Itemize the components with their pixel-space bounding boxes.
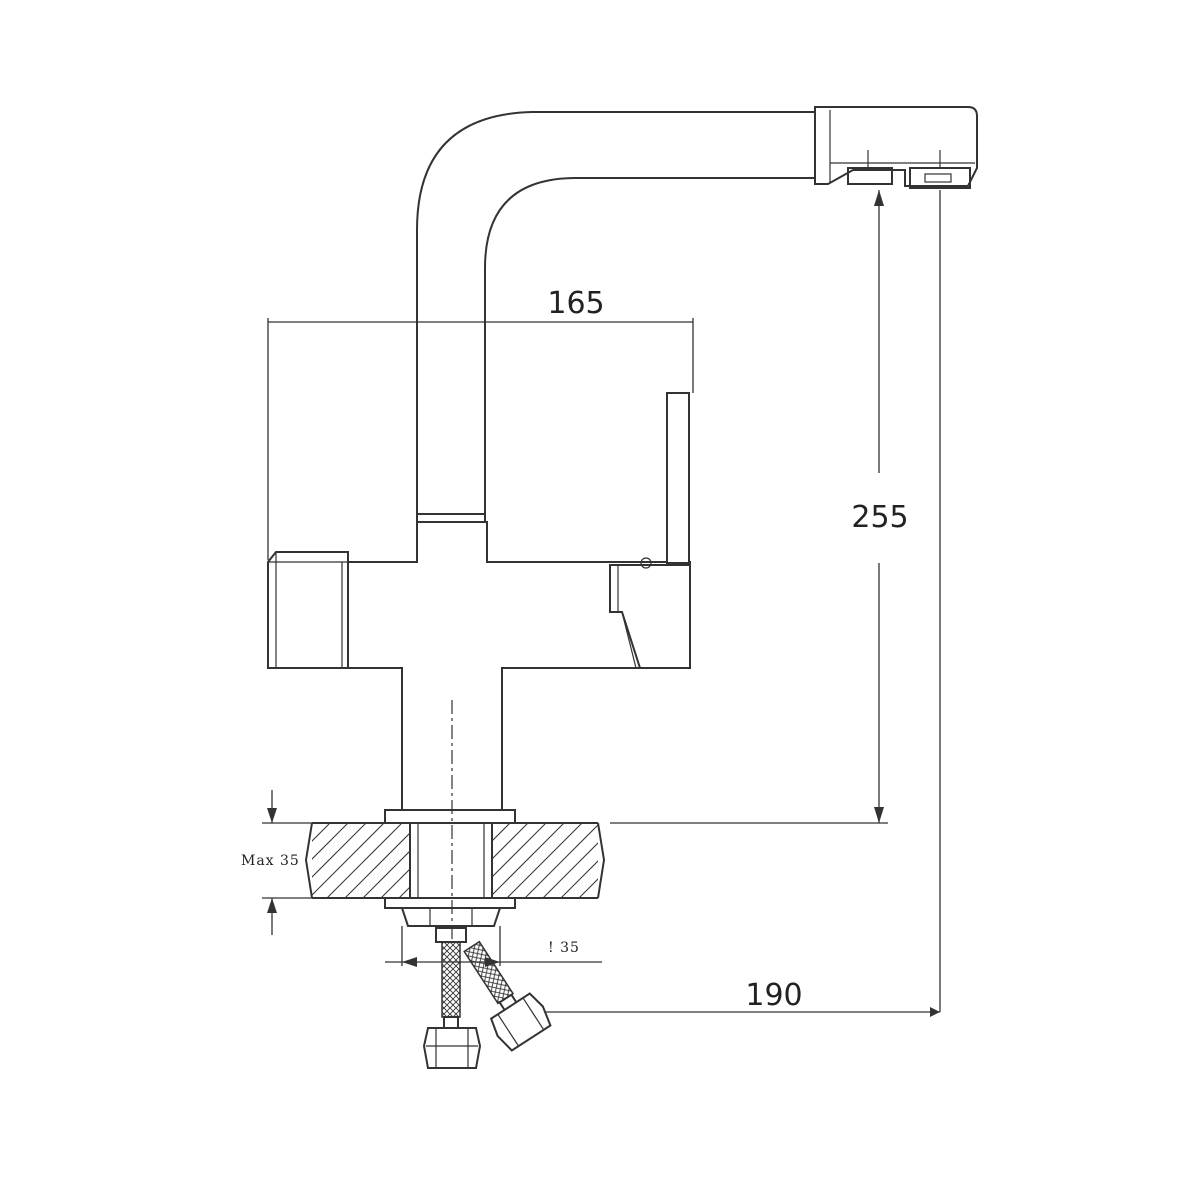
right-handle-lever: [666, 392, 690, 564]
mounting-nut: [400, 907, 502, 927]
dimension-counter-thickness: Max 35: [241, 790, 312, 935]
supply-hose-left: [441, 941, 461, 1018]
right-handle: [609, 392, 691, 669]
left-handle: [267, 551, 349, 669]
hose-nut-right: [489, 992, 552, 1052]
dimension-spout-reach: 190: [545, 190, 941, 1017]
hose-nut-left: [422, 1027, 482, 1069]
mounting-shank: [384, 700, 516, 940]
supply-hoses: [422, 927, 552, 1069]
outlet-nozzle-left: [847, 167, 893, 185]
right-handle-base: [609, 564, 691, 669]
spout: [416, 111, 815, 523]
dimension-hole-diameter: ! 35: [385, 926, 602, 967]
spout-head: [814, 106, 978, 189]
right-handle-pin: [640, 557, 652, 569]
supply-hose-right: [463, 940, 515, 1005]
dimension-body-width: 165: [267, 286, 694, 560]
spout-collar: [416, 513, 486, 523]
left-handle-body: [267, 551, 349, 669]
dimension-label-max-35: Max 35: [241, 853, 300, 869]
threaded-shank: [409, 822, 493, 904]
dimension-spout-height: 255: [610, 190, 909, 824]
dimension-label-hole-35: ! 35: [548, 940, 580, 956]
spout-inner-curve: [484, 177, 815, 518]
dimension-label-190: 190: [745, 978, 802, 1013]
base-flange: [384, 809, 516, 824]
dimension-label-255: 255: [851, 500, 908, 535]
mounting-washer: [384, 897, 516, 909]
spout-head-body: [814, 106, 978, 187]
dimension-label-165: 165: [547, 286, 604, 321]
spout-outer-curve: [416, 111, 815, 518]
